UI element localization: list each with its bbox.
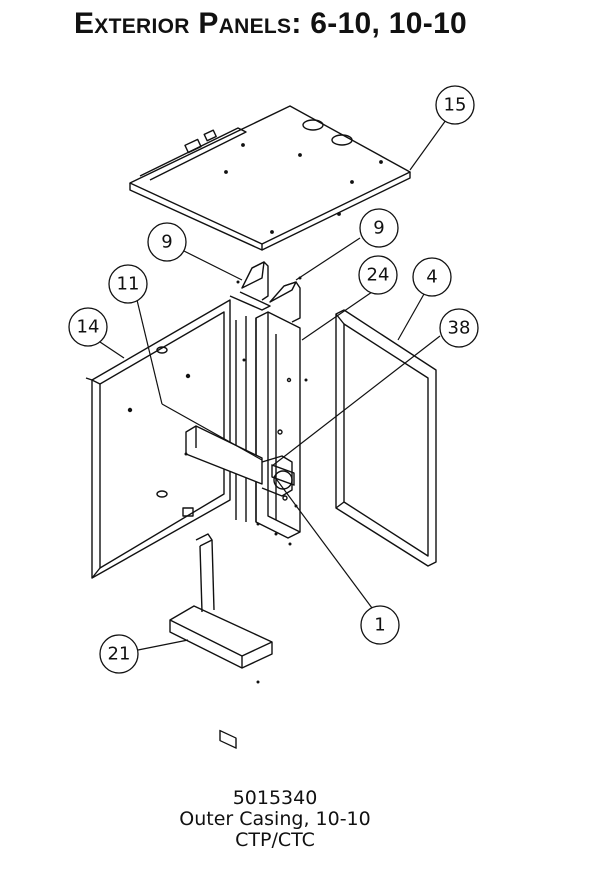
leader-lines [99,119,447,651]
right-side-panel [335,309,437,567]
callout-24-label: 24 [367,265,390,286]
left-side-panel [85,299,231,579]
callout-38-label: 38 [448,318,471,339]
callout-1-label: 1 [374,615,385,636]
bracket-right [269,281,301,323]
callout-4-label: 4 [426,267,437,288]
bracket-left [229,261,271,311]
callout-9-left-label: 9 [161,232,172,253]
callout-circles [68,85,479,674]
part-description: Outer Casing, 10-10 [179,808,371,830]
callout-21-label: 21 [108,644,131,665]
callout-9-right-label: 9 [373,218,384,239]
top-panel [129,105,411,251]
callout-14-label: 14 [77,317,100,338]
part-number: 5015340 [232,787,318,809]
diagram-caption: 5015340 Outer Casing, 10-10 CTP/CTC [0,788,550,851]
callout-11-label: 11 [117,274,140,295]
callout-15-label: 15 [444,95,467,116]
center-partition [235,311,301,539]
lower-access-panel [169,533,273,749]
horizontal-brace [185,425,263,485]
page-title: Exterior Panels: 6-10, 10-10 [74,7,468,40]
model-designation: CTP/CTC [235,829,315,851]
